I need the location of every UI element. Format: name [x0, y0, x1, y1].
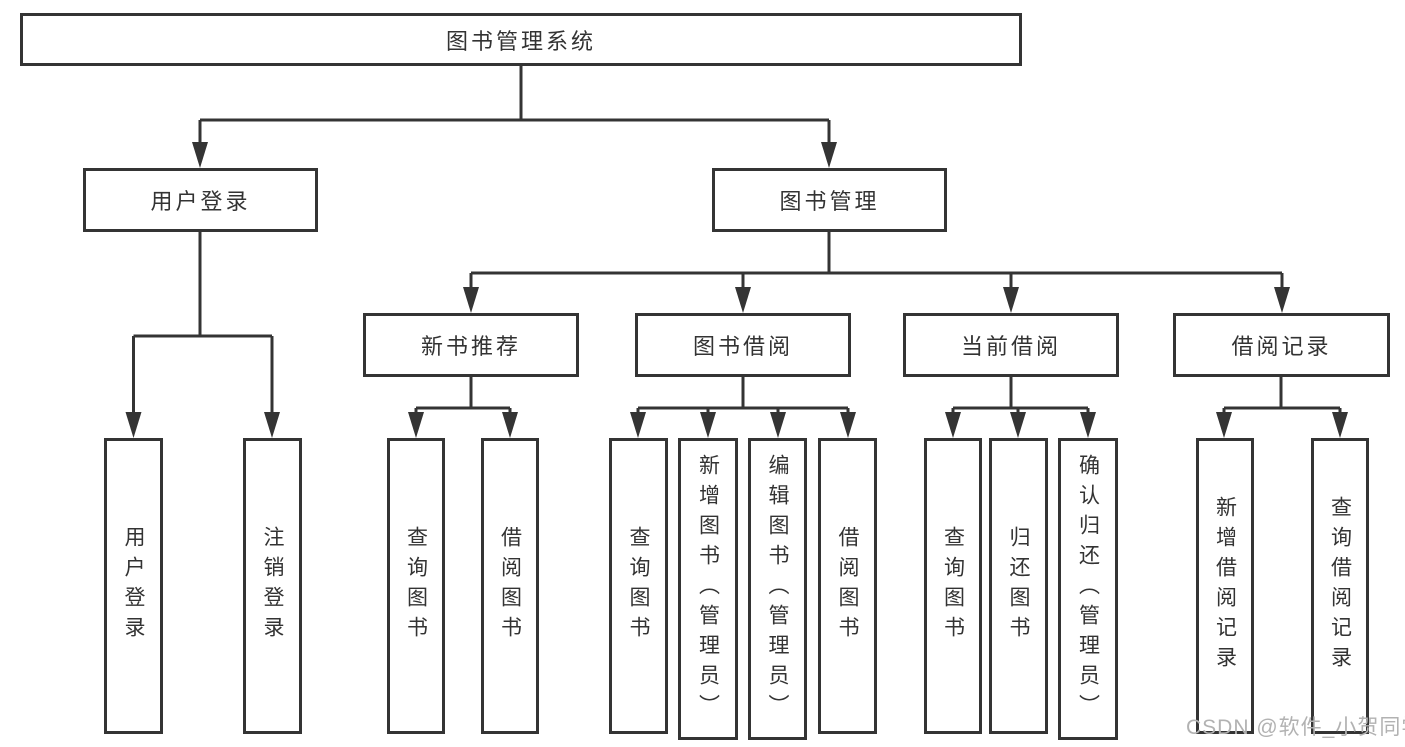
leaf-cb-query-books: 查询图书 — [924, 438, 982, 734]
leaf-bb-query-books: 查询图书 — [609, 438, 668, 734]
node-new-book-recommend-label: 新书推荐 — [420, 334, 521, 359]
leaf-br-query-record: 查询借阅记录 — [1311, 438, 1369, 734]
node-current-borrowing: 当前借阅 — [903, 313, 1119, 377]
leaf-user-login: 用户登录 — [104, 438, 163, 734]
leaf-br-add-record: 新增借阅记录 — [1196, 438, 1254, 734]
node-current-borrowing-label: 当前借阅 — [960, 334, 1061, 359]
node-book-borrowing-label: 图书借阅 — [692, 334, 793, 359]
leaf-cb-confirm-return-admin: 确认归还（管理员） — [1058, 438, 1118, 740]
leaf-nbr-query-books: 查询图书 — [387, 438, 445, 734]
leaf-cb-return-books: 归还图书 — [989, 438, 1048, 734]
node-book-borrowing: 图书借阅 — [635, 313, 851, 377]
node-book-management-label: 图书管理 — [779, 189, 880, 214]
node-borrowing-records: 借阅记录 — [1173, 313, 1390, 377]
watermark: CSDN @软件_小贺同学 — [1186, 716, 1405, 739]
node-user-login: 用户登录 — [83, 168, 318, 232]
leaf-nbr-borrow-books: 借阅图书 — [481, 438, 539, 734]
node-book-management: 图书管理 — [712, 168, 947, 232]
arrowheads — [125, 142, 1348, 438]
node-root: 图书管理系统 — [20, 13, 1022, 66]
leaf-bb-borrow-books: 借阅图书 — [818, 438, 877, 734]
node-user-login-label: 用户登录 — [150, 189, 251, 214]
leaf-bb-edit-books-admin: 编辑图书（管理员） — [748, 438, 807, 740]
node-root-label: 图书管理系统 — [445, 28, 596, 54]
leaf-logout: 注销登录 — [243, 438, 302, 734]
leaf-bb-add-books-admin: 新增图书（管理员） — [678, 438, 738, 740]
node-borrowing-records-label: 借阅记录 — [1231, 334, 1332, 359]
node-new-book-recommend: 新书推荐 — [363, 313, 579, 377]
